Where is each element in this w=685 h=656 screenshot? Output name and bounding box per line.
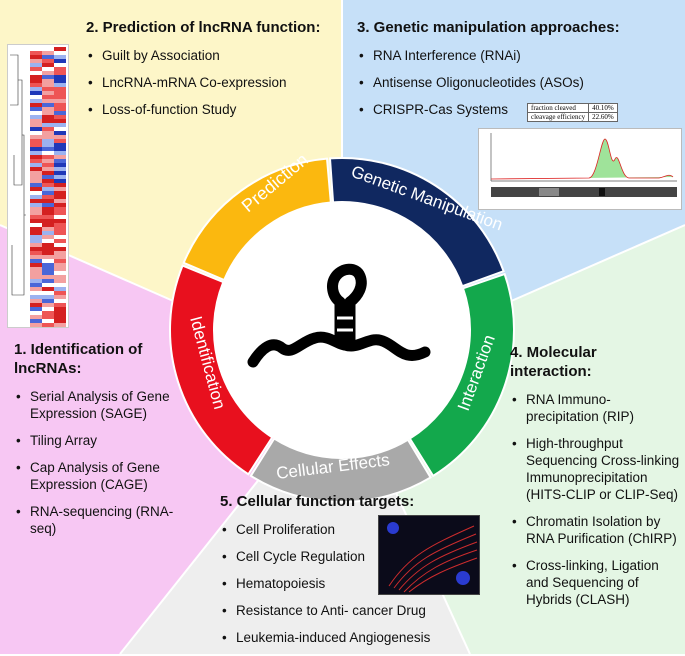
panel-interaction-title: 4. Molecular interaction: (510, 344, 597, 380)
list-item: Cell Cycle Regulation (220, 548, 460, 565)
fraction-label: fraction cleaved (526, 103, 590, 113)
list-item: LncRNA-mRNA Co-expression (86, 74, 336, 91)
list-item: Loss-of-function Study (86, 101, 336, 118)
list-item: Cell Proliferation (220, 521, 460, 538)
cellular-list: Cell Proliferation Cell Cycle Regulation… (220, 521, 460, 646)
list-item: RNA-sequencing (RNA-seq) (14, 503, 174, 537)
prediction-list: Guilt by Association LncRNA-mRNA Co-expr… (86, 47, 336, 118)
panel-identification: 1. Identification of lncRNAs: Serial Ana… (14, 340, 174, 547)
efficiency-label: cleavage efficiency (526, 112, 590, 122)
list-item: Resistance to Anti- cancer Drug (220, 602, 460, 619)
fraction-value: 40.10% (588, 103, 618, 113)
list-item: High-throughput Sequencing Cross-linking… (510, 435, 682, 503)
list-item: Cap Analysis of Gene Expression (CAGE) (14, 459, 174, 493)
panel-cellular-title: 5. Cellular function targets: (220, 493, 415, 510)
list-item: Serial Analysis of Gene Expression (SAGE… (14, 388, 174, 422)
list-item: Hematopoiesis (220, 575, 460, 592)
list-item: RNA Immuno-precipitation (RIP) (510, 391, 682, 425)
list-item: Leukemia-induced Angiogenesis (220, 629, 460, 646)
list-item: Tiling Array (14, 432, 174, 449)
panel-prediction: 2. Prediction of lncRNA function: Guilt … (86, 18, 336, 128)
panel-cellular: 5. Cellular function targets: Cell Proli… (220, 492, 460, 656)
list-item: CRISPR-Cas Systems (357, 101, 677, 118)
heatmap-image (7, 44, 69, 328)
cleavage-table: fraction cleaved 40.10% cleavage efficie… (526, 103, 618, 122)
interaction-list: RNA Immuno-precipitation (RIP) High-thro… (510, 391, 682, 608)
lncrna-structure-icon (247, 263, 431, 368)
list-item: Antisense Oligonucleotides (ASOs) (357, 74, 677, 91)
panel-identification-title: 1. Identification of lncRNAs: (14, 341, 143, 377)
panel-prediction-title: 2. Prediction of lncRNA function: (86, 19, 321, 36)
list-item: Chromatin Isolation by RNA Purification … (510, 513, 682, 547)
panel-interaction: 4. Molecular interaction: RNA Immuno-pre… (510, 343, 682, 618)
identification-list: Serial Analysis of Gene Expression (SAGE… (14, 388, 174, 537)
efficiency-value: 22.60% (588, 112, 618, 122)
list-item: RNA Interference (RNAi) (357, 47, 677, 64)
panel-genetic-title: 3. Genetic manipulation approaches: (357, 19, 620, 36)
list-item: Cross-linking, Ligation and Sequencing o… (510, 557, 682, 608)
genetic-list: RNA Interference (RNAi) Antisense Oligon… (357, 47, 677, 118)
list-item: Guilt by Association (86, 47, 336, 64)
panel-genetic: 3. Genetic manipulation approaches: RNA … (357, 18, 677, 128)
gel-trace-image (478, 128, 682, 210)
microscopy-image (378, 515, 480, 595)
